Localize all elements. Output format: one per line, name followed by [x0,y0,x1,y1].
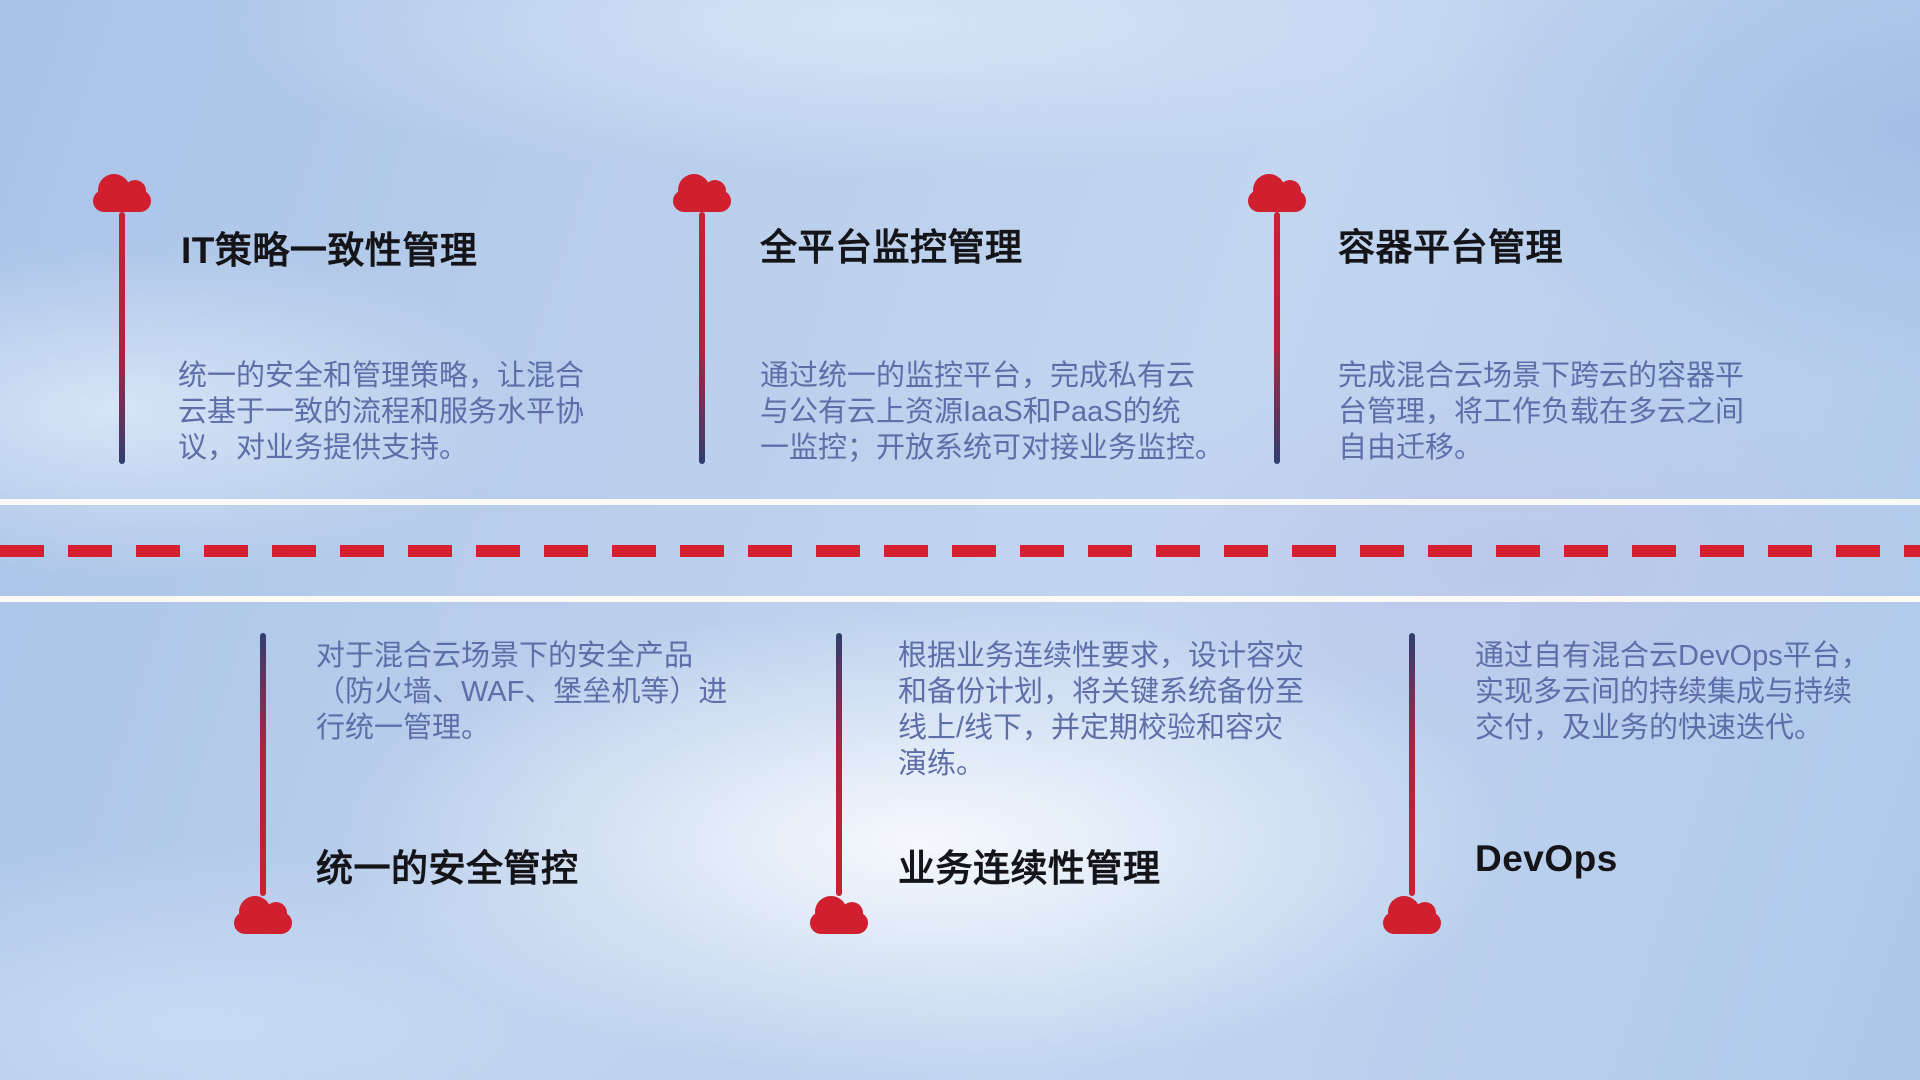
cloud-icon [673,174,731,212]
feature-description: 统一的安全和管理策略，让混合 云基于一致的流程和服务水平协 议，对业务提供支持。 [178,360,585,464]
feature-title: 统一的安全管控 [316,848,579,889]
connector-line [260,633,266,896]
feature-description: 通过自有混合云DevOps平台， 实现多云间的持续集成与持续 交付，及业务的快速… [1475,640,1870,744]
feature-title: DevOps [1475,838,1618,879]
cloud-icon [1383,896,1441,934]
feature-description: 通过统一的监控平台，完成私有云 与公有云上资源IaaS和PaaS的统 一监控；开… [760,360,1225,464]
connector-line [836,633,842,896]
feature-title: 容器平台管理 [1338,227,1563,268]
feature-description: 对于混合云场景下的安全产品 （防火墙、WAF、堡垒机等）进 行统一管理。 [316,640,728,744]
feature-description: 根据业务连续性要求，设计容灾 和备份计划，将关键系统备份至 线上/线下，并定期校… [898,640,1305,780]
cloud-icon [810,896,868,934]
feature-title: 全平台监控管理 [760,227,1023,268]
connector-line [699,212,705,464]
cloud-icon [1248,174,1306,212]
cloud-icon [234,896,292,934]
divider-top-line [0,499,1920,505]
feature-title: 业务连续性管理 [898,848,1161,889]
feature-title: IT策略一致性管理 [181,230,478,271]
divider-dashed-line [0,545,1920,557]
cloud-icon [93,174,151,212]
connector-line [119,212,125,464]
connector-line [1274,212,1280,464]
connector-line [1409,633,1415,896]
divider-bottom-line [0,596,1920,602]
feature-description: 完成混合云场景下跨云的容器平 台管理，将工作负载在多云之间 自由迁移。 [1338,360,1745,464]
